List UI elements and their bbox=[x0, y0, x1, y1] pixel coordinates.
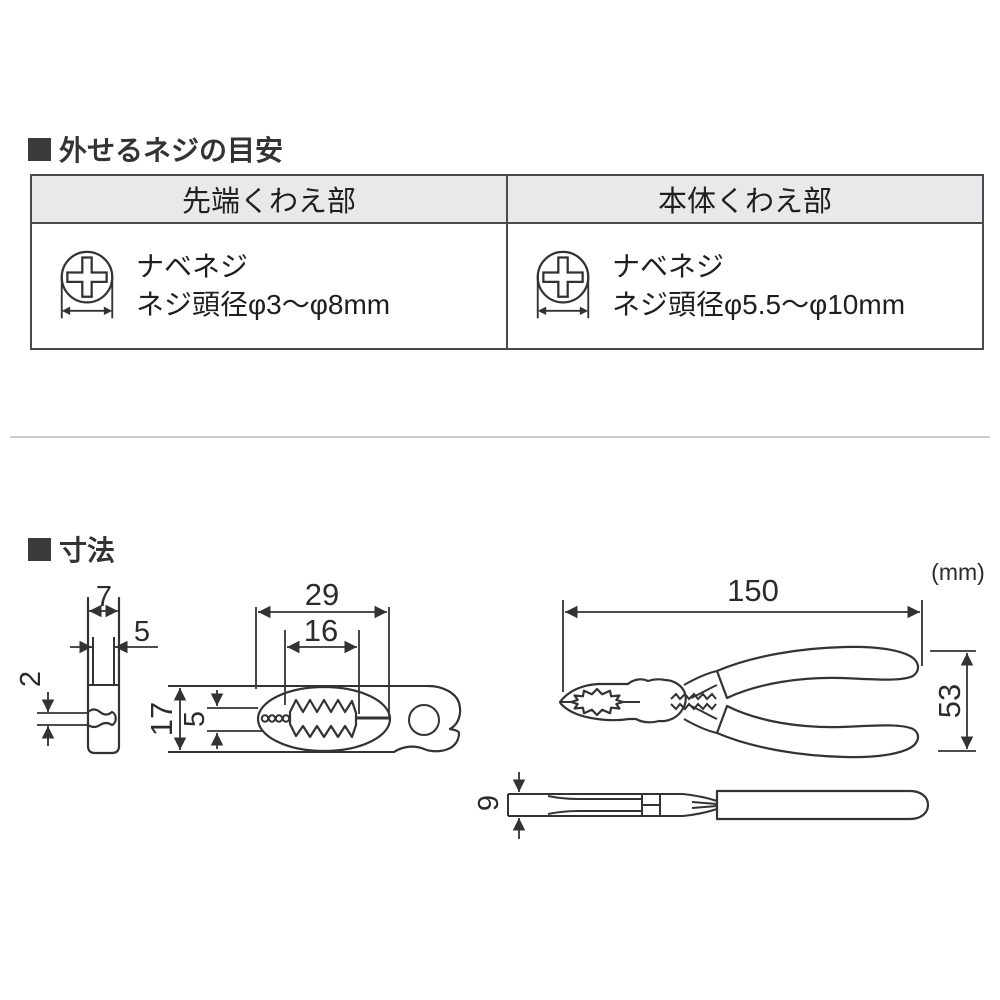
adjust-serration bbox=[670, 702, 717, 711]
phillips-cross bbox=[542, 255, 584, 298]
column-header-body-jaw: 本体くわえ部 bbox=[506, 174, 984, 224]
dim-label-inner-width: 5 bbox=[134, 616, 150, 648]
title-square-marker bbox=[28, 137, 51, 161]
head-outline bbox=[558, 678, 687, 724]
jaw-outline bbox=[256, 685, 392, 753]
cell-tip-jaw: ナベネジ ネジ頭径φ3～φ8mm bbox=[30, 222, 508, 350]
phillips-cross bbox=[66, 255, 108, 298]
dimensions-title-text: 寸法 bbox=[59, 535, 116, 566]
dim-label-tip-thickness: 2 bbox=[15, 671, 47, 687]
screw-size-range: ネジ頭径φ5.5～φ10mm bbox=[612, 289, 906, 320]
screw-guide-table: 先端くわえ部 本体くわえ部 bbox=[30, 174, 984, 350]
dim-label-serration-length: 16 bbox=[304, 613, 338, 648]
jaw-teeth bbox=[288, 698, 358, 739]
title-square-marker bbox=[28, 537, 51, 561]
section-divider bbox=[10, 436, 990, 438]
front-view: 7 5 2 bbox=[15, 581, 158, 755]
side-view: (mm) 150 53 bbox=[558, 559, 985, 759]
screw-guide-title: 外せるネジの目安 bbox=[28, 129, 283, 169]
dim-label-head-height: 17 bbox=[144, 702, 179, 736]
dim-label-jaw-opening: 5 bbox=[179, 711, 211, 727]
table-header-row: 先端くわえ部 本体くわえ部 bbox=[30, 174, 984, 224]
phillips-screw-icon bbox=[536, 250, 590, 318]
dim-label-jaw-length: 29 bbox=[305, 577, 339, 612]
tip-serration bbox=[86, 708, 117, 729]
upper-handle bbox=[715, 645, 920, 700]
gripping-teeth bbox=[569, 687, 625, 717]
pivot-hole bbox=[408, 704, 440, 736]
screw-type-label: ナベネジ bbox=[136, 251, 249, 282]
unit-label: (mm) bbox=[931, 559, 985, 585]
adjust-serration bbox=[670, 692, 717, 701]
dim-label-jaw-width: 7 bbox=[96, 581, 112, 613]
screw-guide-title-text: 外せるネジの目安 bbox=[59, 135, 284, 166]
grip-top-view bbox=[715, 789, 930, 821]
jaw-view: 29 16 17 5 bbox=[144, 577, 462, 754]
screw-type-label: ナベネジ bbox=[612, 251, 725, 282]
cell-body-jaw: ナベネジ ネジ頭径φ5.5～φ10mm bbox=[506, 222, 984, 350]
dimensions-title: 寸法 bbox=[28, 529, 115, 569]
table-body-row: ナベネジ ネジ頭径φ3～φ8mm bbox=[30, 222, 984, 350]
screw-size-range: ネジ頭径φ3～φ8mm bbox=[136, 289, 391, 320]
dim-label-handle-spread: 53 bbox=[932, 684, 967, 718]
lower-handle bbox=[715, 704, 920, 759]
top-view: 9 bbox=[473, 772, 930, 839]
column-header-tip-jaw: 先端くわえ部 bbox=[30, 174, 508, 224]
dim-label-overall-length: 150 bbox=[727, 573, 779, 608]
dim-label-body-thickness: 9 bbox=[473, 795, 505, 811]
phillips-screw-icon bbox=[60, 250, 114, 318]
